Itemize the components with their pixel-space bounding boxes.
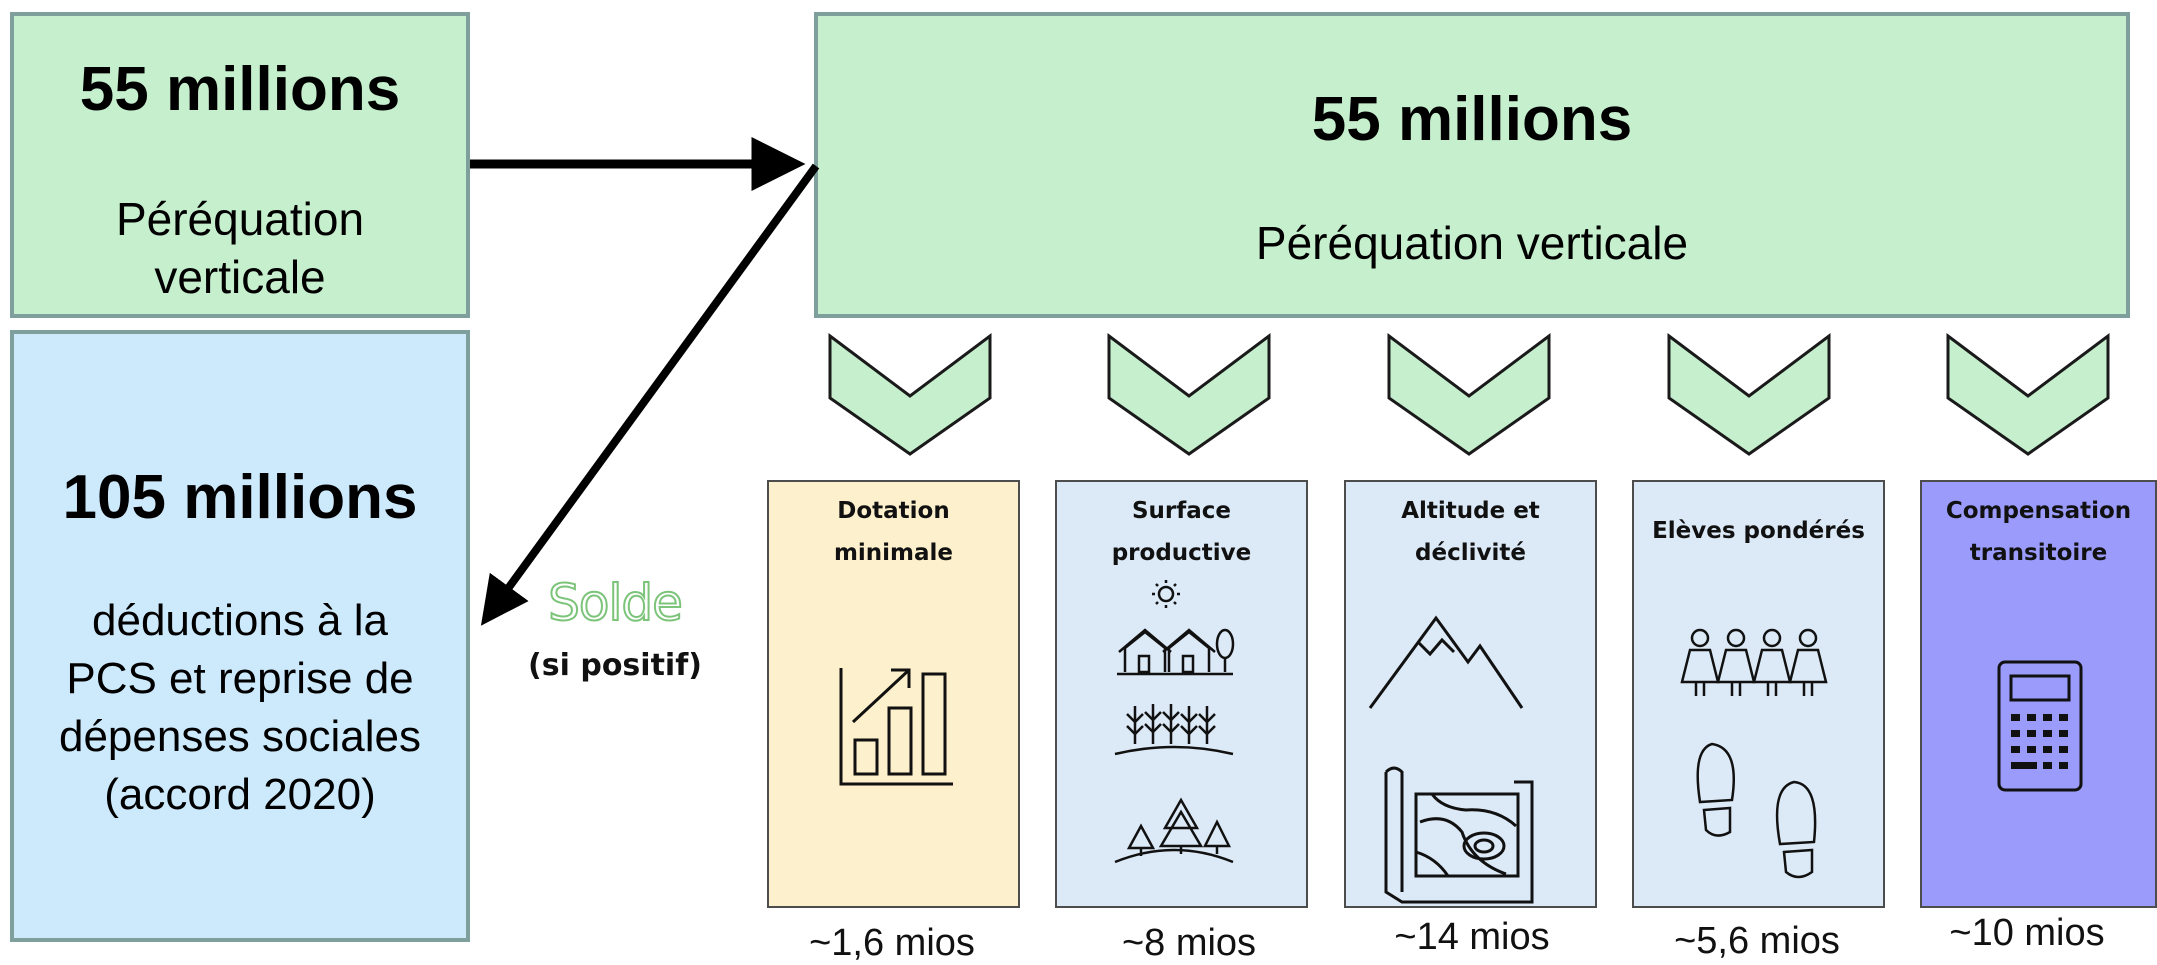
arrow-to-deductions xyxy=(480,163,820,626)
houses-crops-forest-icon xyxy=(1114,580,1235,864)
chevron-down-icon xyxy=(828,333,992,456)
solde-label: Solde xyxy=(547,573,684,633)
criterion-card-dotation: Dotation minimale xyxy=(767,480,1020,908)
solde-note: (si positif) xyxy=(528,648,702,683)
criterion-card-eleves: Elèves pondérés xyxy=(1632,480,1885,908)
chevron-down-icon xyxy=(1387,333,1551,456)
deductions-box: 105 millions déductions à la PCS et repr… xyxy=(10,330,470,942)
bar-chart-growth-icon xyxy=(839,668,953,786)
criterion-amount: ~5,6 mios xyxy=(1674,920,1840,962)
criterion-card-altitude: Altitude et déclivité xyxy=(1344,480,1597,908)
chevron-down-icon xyxy=(1946,333,2110,456)
criterion-title: Altitude et déclivité xyxy=(1401,498,1540,566)
criterion-title: Dotation minimale xyxy=(833,498,954,566)
criterion-card-surface: Surface productive xyxy=(1055,480,1308,908)
criterion-amount: ~14 mios xyxy=(1394,916,1550,958)
source-amount: 55 millions xyxy=(79,55,401,124)
criterion-amount: ~8 mios xyxy=(1121,922,1257,964)
source-label: Péréquation verticale xyxy=(115,193,365,303)
criterion-amount: ~10 mios xyxy=(1949,912,2105,954)
chevrons xyxy=(828,333,2110,456)
criterion-amount: ~1,6 mios xyxy=(809,922,975,964)
source-box: 55 millions Péréquation verticale xyxy=(10,12,470,318)
criterion-title: Compensation transitoire xyxy=(1945,498,2132,566)
main-amount: 55 millions xyxy=(1311,85,1633,154)
criterion-card-compensation: Compensation transitoire xyxy=(1920,480,2157,908)
main-box: 55 millions Péréquation verticale xyxy=(814,12,2130,318)
chevron-down-icon xyxy=(1667,333,1831,456)
deductions-amount: 105 millions xyxy=(62,463,418,532)
calculator-icon xyxy=(1997,660,2083,792)
deductions-label: déductions à la PCS et reprise de dépens… xyxy=(58,596,421,819)
mountain-map-icon xyxy=(1368,615,1534,904)
chevron-down-icon xyxy=(1107,333,1271,456)
criterion-title: Surface productive xyxy=(1111,498,1252,566)
pupils-footprints-icon xyxy=(1680,628,1828,879)
main-label: Péréquation verticale xyxy=(1255,217,1689,269)
criterion-title: Elèves pondérés xyxy=(1652,518,1865,544)
